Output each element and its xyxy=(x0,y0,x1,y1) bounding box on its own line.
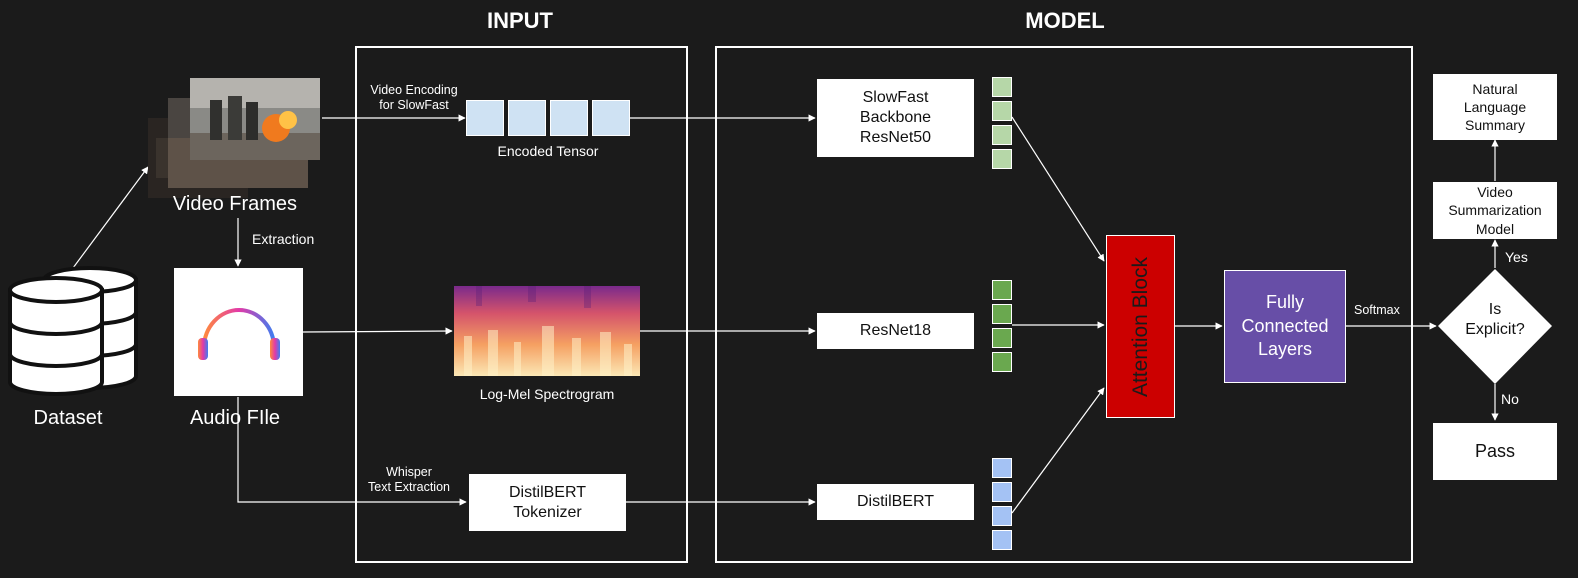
audio-file-icon-box xyxy=(174,268,303,396)
arrow-audio-to-tokenizer xyxy=(237,397,467,506)
arrow-audio-to-spectrogram xyxy=(302,327,453,335)
resnet-feature-vector xyxy=(992,280,1012,372)
video-frames-image xyxy=(148,78,320,198)
feature-cell xyxy=(992,458,1012,478)
feature-cell xyxy=(992,506,1012,526)
tensor-cell xyxy=(592,100,630,136)
encoded-tensor xyxy=(466,100,630,136)
video-summarization-box: Video Summarization Model xyxy=(1433,182,1557,239)
video-frames-label: Video Frames xyxy=(172,193,298,215)
spectrogram-label: Log-Mel Spectrogram xyxy=(479,386,615,402)
attention-block-label: Attention Block xyxy=(1128,256,1152,397)
feature-cell xyxy=(992,125,1012,145)
distilbert-tokenizer-box: DistilBERT Tokenizer xyxy=(469,474,626,531)
feature-cell xyxy=(992,328,1012,348)
decision-label: Is Explicit? xyxy=(1465,301,1525,338)
feature-cell xyxy=(992,304,1012,324)
input-section-title: INPUT xyxy=(487,8,553,33)
attention-block: Attention Block xyxy=(1106,235,1175,418)
feature-cell xyxy=(992,352,1012,372)
tensor-cell xyxy=(550,100,588,136)
arrow-bert-features-to-attention xyxy=(1011,387,1105,514)
fully-connected-layers-box: Fully Connected Layers xyxy=(1224,270,1346,383)
softmax-label: Softmax xyxy=(1354,303,1400,317)
feature-cell xyxy=(992,77,1012,97)
feature-cell xyxy=(992,530,1012,550)
tensor-cell xyxy=(508,100,546,136)
natural-language-summary-box: Natural Language Summary xyxy=(1433,74,1557,140)
model-section-title: MODEL xyxy=(1025,8,1105,33)
audio-file-label: Audio FIle xyxy=(189,407,281,429)
spectrogram-image xyxy=(454,286,640,376)
pass-box: Pass xyxy=(1433,423,1557,480)
feature-cell xyxy=(992,482,1012,502)
model-panel xyxy=(715,46,1413,563)
extraction-label: Extraction xyxy=(252,231,315,247)
headphones-icon xyxy=(198,308,280,374)
no-label: No xyxy=(1501,391,1519,407)
distilbert-box: DistilBERT xyxy=(817,484,974,520)
video-encoding-label: Video Encoding for SlowFast xyxy=(370,83,458,112)
database-icon xyxy=(8,266,138,396)
input-panel xyxy=(355,46,688,563)
slowfast-feature-vector xyxy=(992,77,1012,169)
encoded-tensor-label: Encoded Tensor xyxy=(497,143,599,159)
feature-cell xyxy=(992,101,1012,121)
yes-label: Yes xyxy=(1505,249,1528,265)
dataset-label: Dataset xyxy=(33,407,103,429)
tensor-cell xyxy=(466,100,504,136)
bert-feature-vector xyxy=(992,458,1012,550)
decision-diamond xyxy=(1438,269,1552,384)
resnet18-box: ResNet18 xyxy=(817,313,974,349)
whisper-label: Whisper Text Extraction xyxy=(368,465,450,494)
arrow-dataset-to-frames xyxy=(72,166,149,269)
feature-cell xyxy=(992,280,1012,300)
arrow-slowfast-features-to-attention xyxy=(1011,116,1105,262)
feature-cell xyxy=(992,149,1012,169)
slowfast-backbone-box: SlowFast Backbone ResNet50 xyxy=(817,79,974,157)
